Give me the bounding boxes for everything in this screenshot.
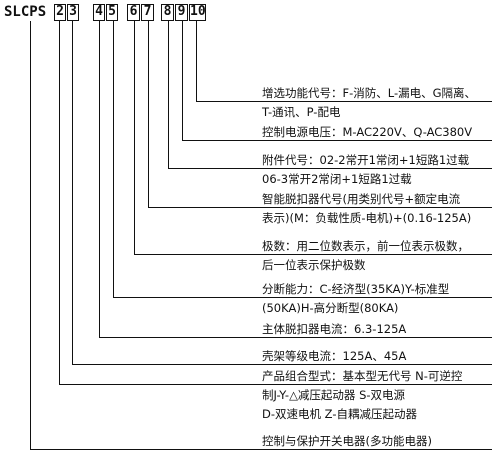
leader-vertical-8 <box>72 21 73 364</box>
leader-horizontal-4 <box>148 207 492 208</box>
entry-3-line-2: 06-3常开2常闭+1短路1过载 <box>262 172 412 186</box>
entry-7-line-1: 主体脱扣器电流：6.3-125A <box>262 322 407 336</box>
leader-horizontal-1 <box>196 101 492 102</box>
entry-9-line-3: D-双速电机 Z-自耦减压起动器 <box>262 407 417 421</box>
leader-horizontal-2 <box>182 140 492 141</box>
leader-vertical-4 <box>148 21 149 207</box>
code-box-1: 2 <box>54 4 66 21</box>
leader-vertical-7 <box>99 21 100 337</box>
entry-1-line-1: 增选功能代号：F-消防、L-漏电、G隔离、 <box>262 86 477 100</box>
leader-vertical-10 <box>30 21 31 449</box>
entry-8-line-1: 壳架等级电流：125A、45A <box>262 349 407 363</box>
leader-vertical-1 <box>196 21 197 101</box>
code-box-6: 7 <box>141 4 154 21</box>
leader-vertical-5 <box>134 21 135 254</box>
entry-1-line-2: T-通讯、P-配电 <box>262 105 341 119</box>
model-prefix: SLCPS <box>4 4 47 20</box>
leader-horizontal-7 <box>99 337 492 338</box>
entry-2-line-1: 控制电源电压：M-AC220V、Q-AC380V <box>262 125 473 139</box>
entry-6-line-2: (50KA)H-高分断型(80KA) <box>262 301 399 315</box>
entry-5-line-2: 后一位表示保护极数 <box>262 258 366 272</box>
entry-6-line-1: 分断能力：C-经济型(35KA)Y-标准型 <box>262 282 450 296</box>
leader-vertical-3 <box>168 21 169 168</box>
entry-5-line-1: 极数：用二位数表示，前一位表示极数， <box>262 239 469 253</box>
code-box-7: 8 <box>161 4 174 21</box>
entry-3-line-1: 附件代号：02-2常开1常闭+1短路1过载 <box>262 153 470 167</box>
leader-horizontal-10 <box>30 449 492 450</box>
code-box-5: 6 <box>127 4 140 21</box>
leader-horizontal-9 <box>59 384 492 385</box>
code-box-8: 9 <box>175 4 188 21</box>
leader-vertical-6 <box>113 21 114 297</box>
leader-horizontal-8 <box>72 364 492 365</box>
code-box-2: 3 <box>67 4 79 21</box>
leader-horizontal-3 <box>168 168 492 169</box>
code-box-3: 4 <box>93 4 105 21</box>
code-box-4: 5 <box>106 4 118 21</box>
leader-horizontal-6 <box>113 297 492 298</box>
entry-4-line-2: 表示)(M：负载性质-电机)+(0.16-125A) <box>262 211 472 225</box>
leader-vertical-2 <box>182 21 183 140</box>
entry-9-line-1: 产品组合型式：基本型无代号 N-可逆控 <box>262 369 463 383</box>
entry-9-line-2: 制J-Y-△减压起动器 S-双电源 <box>262 388 406 402</box>
entry-4-line-1: 智能脱扣器代号(用类别代号+额定电流 <box>262 192 461 206</box>
leader-vertical-9 <box>59 21 60 384</box>
leader-horizontal-5 <box>134 254 492 255</box>
entry-10-line-1: 控制与保护开关电器(多功能电器) <box>262 434 432 448</box>
code-box-9: 10 <box>189 4 206 21</box>
